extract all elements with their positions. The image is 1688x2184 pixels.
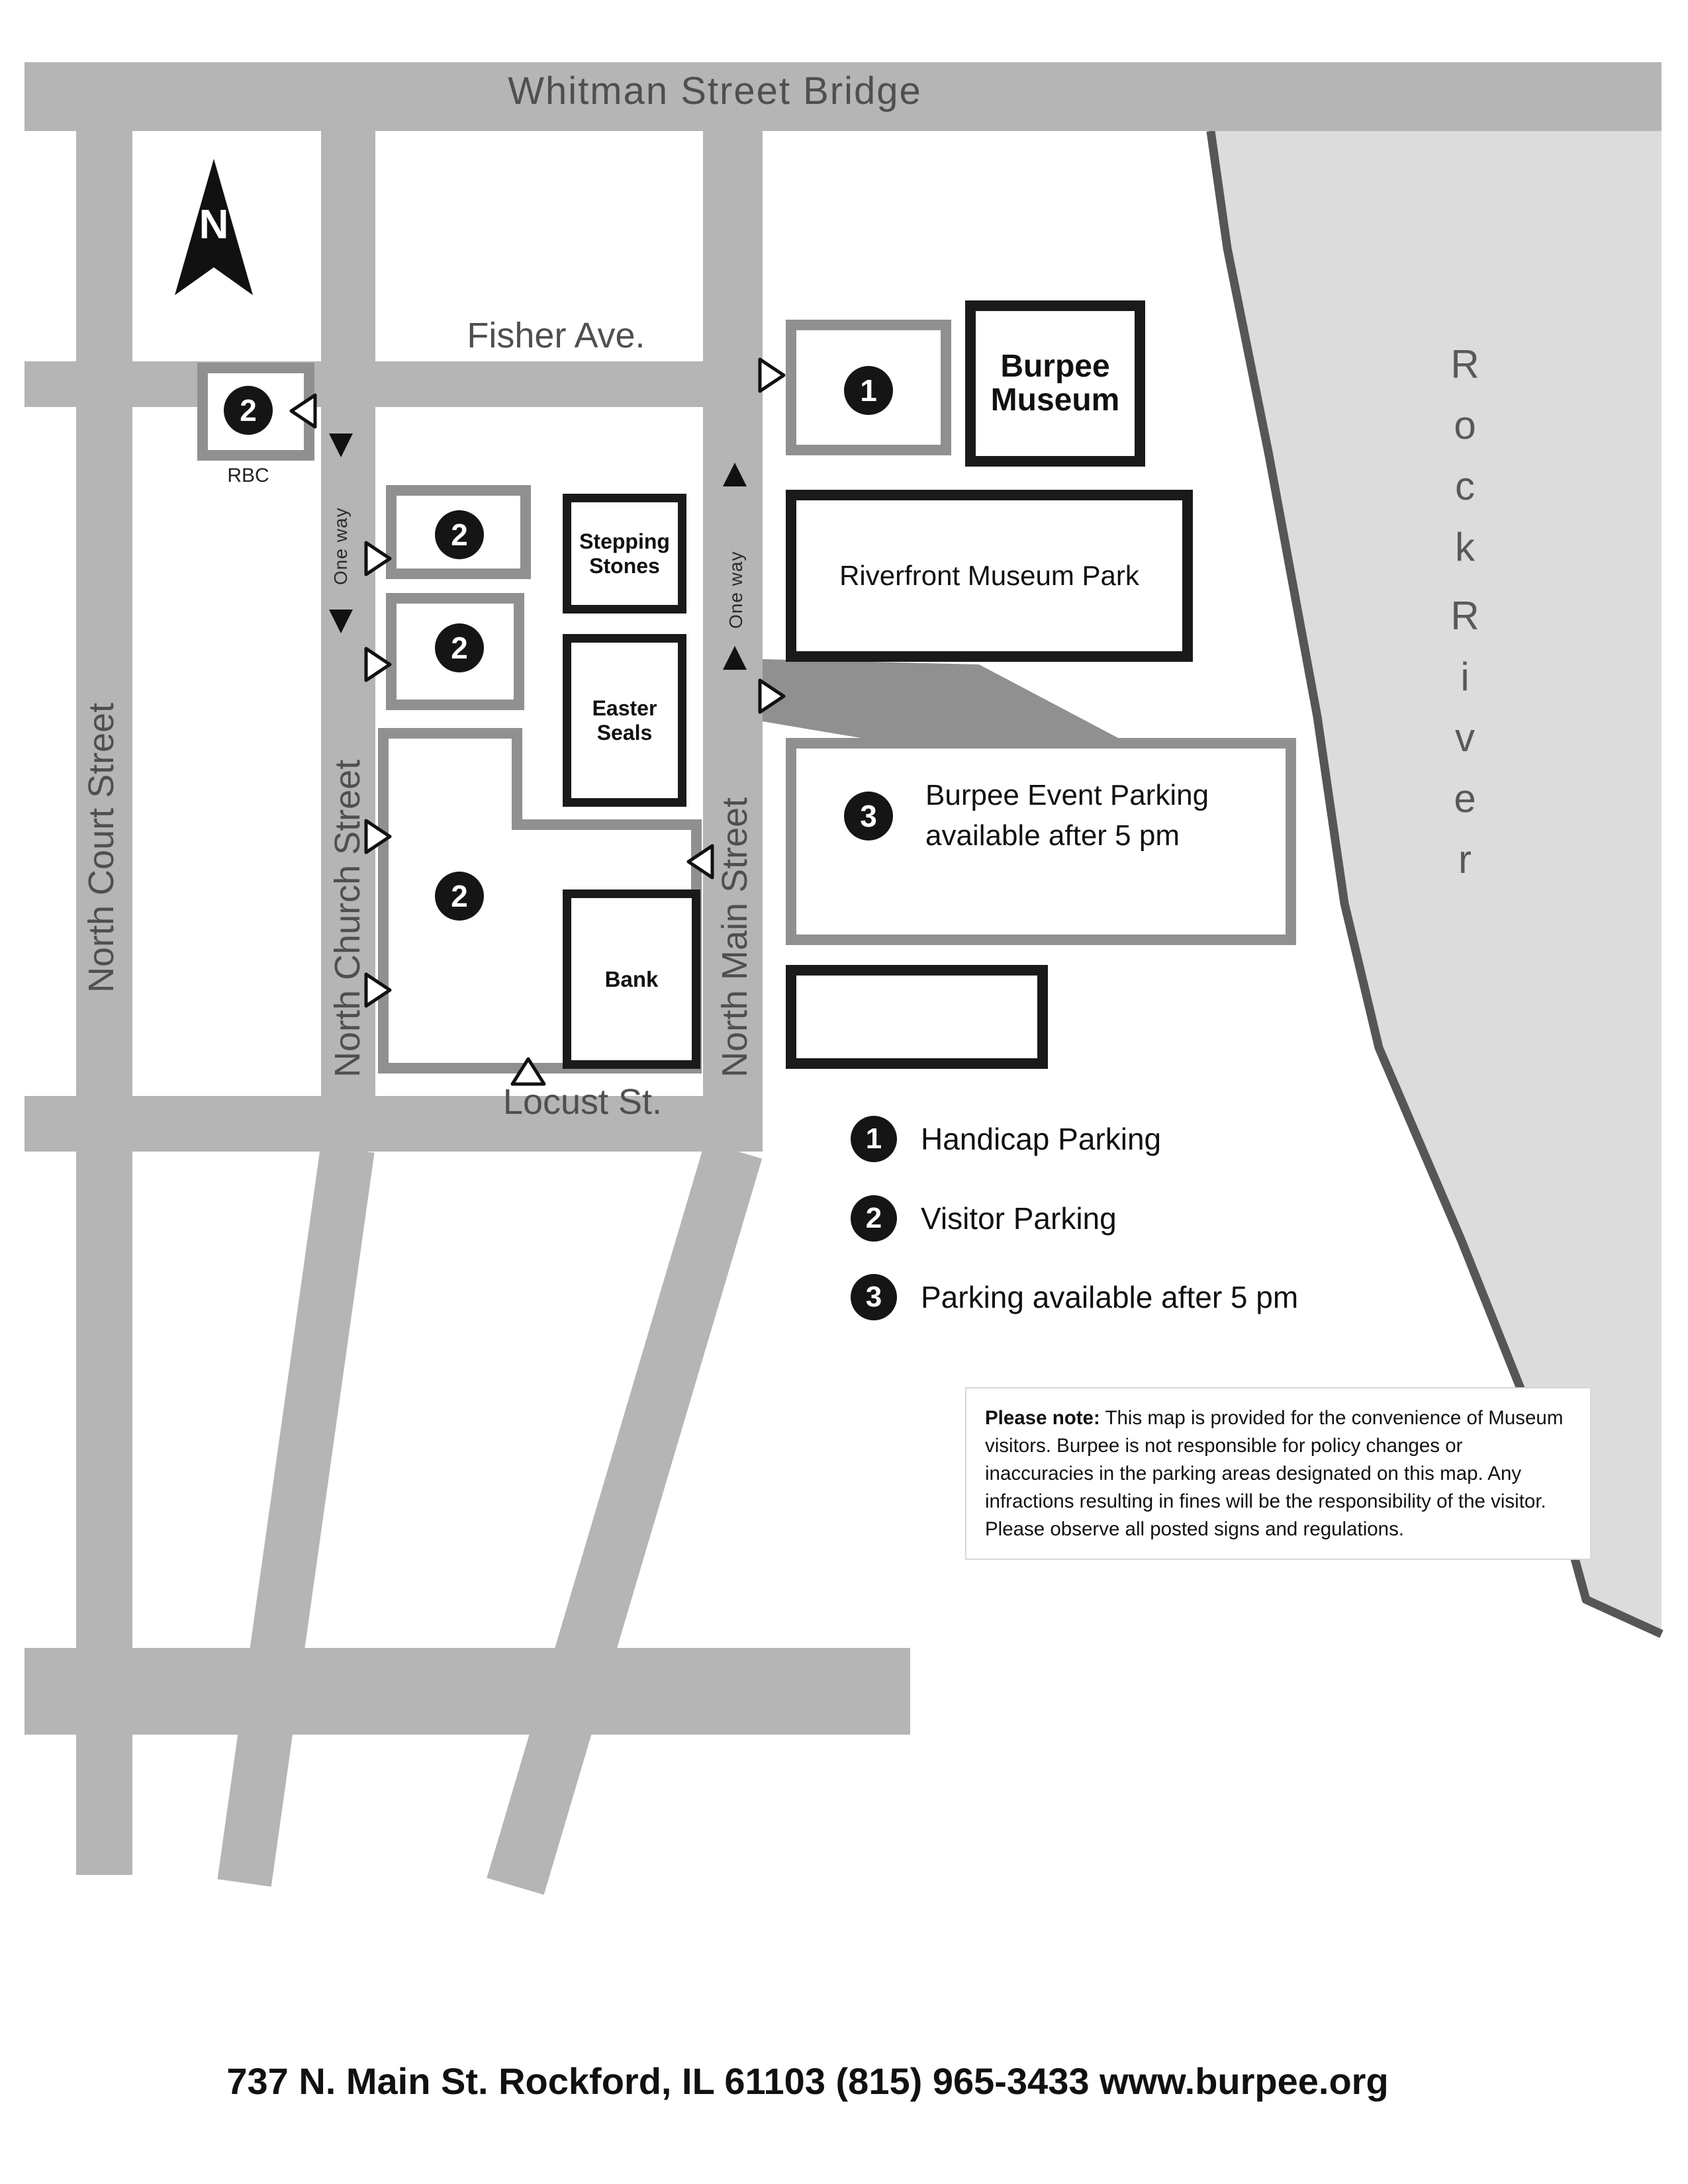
note-box: Please note: This map is provided for th… — [965, 1387, 1591, 1561]
street-bottom-cross — [24, 1648, 910, 1735]
street-locust — [24, 1096, 763, 1152]
legend-item-handicap: 1 Handicap Parking — [851, 1116, 1161, 1162]
arrow-shape — [364, 647, 392, 682]
street-label-north-main: North Main Street — [715, 797, 755, 1077]
one-way-label-main: One way — [726, 551, 746, 629]
entrance-arrow-rbc-icon — [289, 393, 317, 429]
event-parking-text-line2: available after 5 pm — [925, 819, 1180, 852]
easter-seals-label-line1: Easter — [592, 696, 657, 720]
river-name-rock: R o c k — [1450, 342, 1479, 569]
north-arrow-letter: N — [199, 202, 229, 248]
parking-lot-visitor-b — [386, 593, 524, 710]
legend-badge-2: 2 — [851, 1195, 897, 1242]
arrow-shape — [723, 463, 747, 486]
one-way-arrow-up-icon — [723, 463, 747, 486]
legend-item-after5: 3 Parking available after 5 pm — [851, 1274, 1298, 1320]
arrow-shape — [758, 357, 786, 393]
legend-label-2: Visitor Parking — [921, 1201, 1117, 1236]
building-unlabeled — [786, 965, 1048, 1069]
arrow-shape — [329, 610, 353, 633]
building-easter-seals: Easter Seals — [563, 634, 686, 807]
river-name-river: R i v e r — [1450, 594, 1479, 882]
arrow-shape — [510, 1057, 546, 1086]
note-label: Please note: — [985, 1407, 1100, 1429]
badge-visitor-large: 2 — [435, 872, 484, 921]
building-stepping-stones: Stepping Stones — [563, 494, 686, 614]
street-label-north-church: North Church Street — [328, 759, 367, 1077]
street-north-court — [76, 131, 132, 1875]
building-bank: Bank — [563, 889, 700, 1069]
entrance-arrow-locust-icon — [510, 1057, 546, 1086]
burpee-museum-label-line1: Burpee — [1000, 349, 1110, 385]
badge-event: 3 — [844, 792, 893, 841]
entrance-arrow-visitor-b-icon — [364, 647, 392, 682]
legend-badge-1: 1 — [851, 1116, 897, 1162]
parking-lot-event — [786, 738, 1296, 945]
entrance-arrow-visitor-a-icon — [364, 541, 392, 576]
entrance-arrow-handicap-icon — [758, 357, 786, 393]
badge-visitor-b: 2 — [435, 623, 484, 672]
badge-visitor-rbc: 2 — [224, 386, 273, 435]
street-label-north-court: North Court Street — [81, 702, 121, 993]
street-whitman-bridge — [24, 62, 1662, 131]
footer-address: 737 N. Main St. Rockford, IL 61103 (815)… — [226, 2060, 1389, 2102]
building-burpee-museum: Burpee Museum — [965, 300, 1145, 467]
street-fisher-ave — [24, 361, 763, 407]
one-way-arrow-down-icon — [329, 433, 353, 457]
street-label-fisher: Fisher Ave. — [467, 316, 645, 355]
arrow-shape — [364, 819, 392, 854]
legend-item-visitor: 2 Visitor Parking — [851, 1195, 1117, 1242]
arrow-shape — [364, 972, 392, 1008]
parking-lot-visitor-a — [386, 485, 531, 579]
street-label-locust: Locust St. — [502, 1082, 663, 1122]
arrow-shape — [686, 844, 714, 880]
rock-river-water — [1211, 131, 1662, 1634]
north-arrow-icon: N — [175, 159, 253, 295]
entrance-arrow-large-lot-main-icon — [686, 844, 714, 880]
arrow-shape — [723, 646, 747, 670]
entrance-arrow-large-lot-lower-icon — [364, 972, 392, 1008]
arrow-shape — [329, 433, 353, 457]
event-parking-text-line1: Burpee Event Parking — [925, 779, 1209, 811]
entrance-arrow-event-icon — [758, 678, 786, 714]
one-way-arrow-down-icon — [329, 610, 353, 633]
street-label-whitman: Whitman Street Bridge — [508, 69, 922, 113]
arrow-shape — [289, 393, 317, 429]
legend-label-1: Handicap Parking — [921, 1122, 1162, 1156]
badge-visitor-a: 2 — [435, 510, 484, 559]
legend-label-3: Parking available after 5 pm — [921, 1280, 1299, 1314]
event-parking-text: Burpee Event Parking available after 5 p… — [925, 776, 1209, 856]
note-body: This map is provided for the convenience… — [985, 1407, 1564, 1540]
one-way-arrow-up-icon — [723, 646, 747, 670]
entrance-arrow-large-lot-upper-icon — [364, 819, 392, 854]
north-arrow-shape — [175, 159, 253, 295]
riverfront-label: Riverfront Museum Park — [839, 560, 1139, 591]
one-way-label-church: One way — [330, 507, 351, 586]
arrow-shape — [364, 541, 392, 576]
arrow-shape — [758, 678, 786, 714]
legend-badge-3: 3 — [851, 1274, 897, 1320]
badge-handicap: 1 — [844, 366, 893, 415]
rbc-label: RBC — [227, 465, 269, 486]
stepping-stones-label-line1: Stepping — [579, 529, 670, 553]
burpee-museum-label-line2: Museum — [990, 382, 1120, 418]
bank-label: Bank — [604, 966, 659, 991]
building-riverfront-museum-park: Riverfront Museum Park — [786, 490, 1193, 662]
street-north-main — [703, 131, 763, 1152]
easter-seals-label-line2: Seals — [596, 720, 653, 745]
stepping-stones-label-line2: Stones — [589, 553, 660, 578]
